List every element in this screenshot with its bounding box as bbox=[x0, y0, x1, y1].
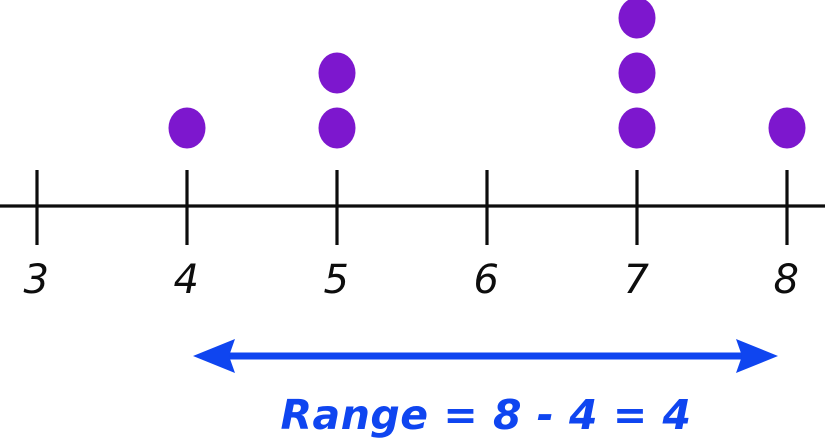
tick-mark-group bbox=[35, 170, 789, 245]
tick-label-3: 3 bbox=[24, 257, 49, 303]
data-dot-7-3 bbox=[618, 0, 656, 39]
range-arrow-head-left bbox=[193, 339, 235, 373]
range-arrow bbox=[193, 339, 778, 373]
tick-label-group: 3 4 5 6 7 8 bbox=[24, 257, 799, 303]
data-dot-group bbox=[168, 0, 806, 149]
tick-label-5: 5 bbox=[324, 257, 349, 303]
tick-label-7: 7 bbox=[624, 257, 650, 303]
data-dot-5-2 bbox=[318, 52, 356, 94]
data-dot-8-1 bbox=[768, 107, 806, 149]
data-dot-7-1 bbox=[618, 107, 656, 149]
range-arrow-head-right bbox=[736, 339, 778, 373]
tick-label-6: 6 bbox=[474, 257, 499, 303]
range-equation-label: Range = 8 - 4 = 4 bbox=[280, 391, 691, 439]
data-dot-7-2 bbox=[618, 52, 656, 94]
data-dot-4-1 bbox=[168, 107, 206, 149]
tick-label-4: 4 bbox=[174, 257, 199, 303]
data-dot-5-1 bbox=[318, 107, 356, 149]
tick-label-8: 8 bbox=[774, 257, 799, 303]
